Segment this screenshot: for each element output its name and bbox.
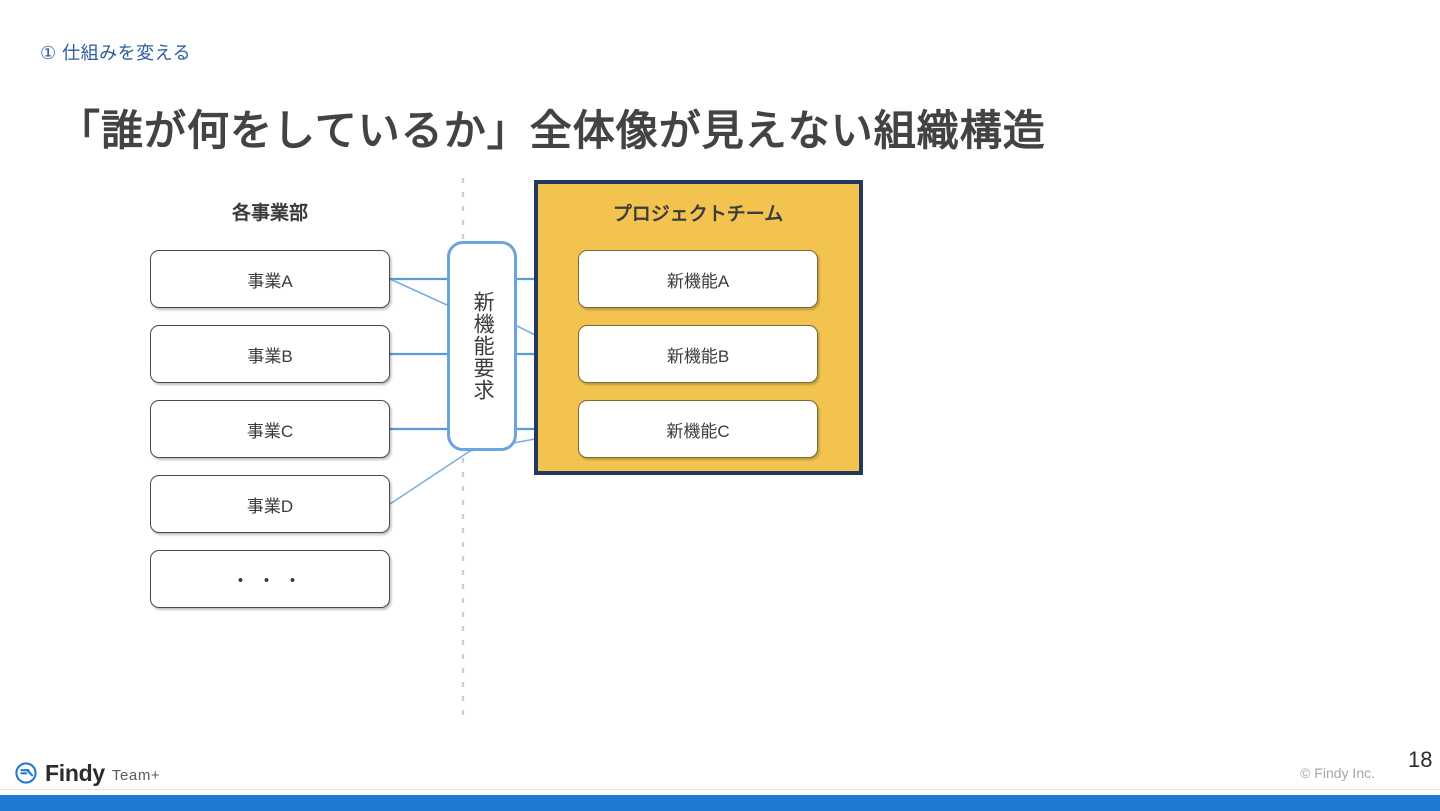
brand-name: Findy [45,759,105,786]
findy-logo-icon [15,762,37,784]
right-column-heading: プロジェクトチーム [612,204,784,225]
business-unit-box-ellipsis[interactable]: ・・・ [150,550,390,608]
feature-label: 新機能A [666,271,730,291]
connector-unit-a-diagonal [389,278,448,306]
business-unit-label: 事業A [247,271,293,291]
brand-logo: Findy Team+ [14,757,160,789]
business-unit-box[interactable]: 事業D [150,475,390,533]
business-unit-label: ・・・ [230,570,309,592]
page-number: 18 [1408,747,1433,772]
business-unit-label: 事業C [246,421,294,441]
section-eyebrow: ① 仕組みを変える [40,43,192,63]
org-structure-diagram: 各事業部 プロジェクトチーム 事業A 事業B 事業C 事業D ・・・ 新機能要求… [150,178,863,718]
brand-suffix: Team+ [111,767,161,784]
new-feature-request-pill[interactable]: 新機能要求 [447,241,517,451]
page-title: 「誰が何をしているか」全体像が見えない組織構造 [58,107,1046,155]
business-unit-label: 事業D [246,496,294,516]
business-unit-label: 事業B [247,346,293,366]
feature-box[interactable]: 新機能B [578,325,818,383]
connector-unit-d-diagonal [389,450,471,505]
left-column-heading: 各事業部 [231,203,308,224]
footer-divider [0,789,1440,790]
footer-accent-bar [0,795,1440,811]
feature-box[interactable]: 新機能A [578,250,818,308]
business-unit-box[interactable]: 事業B [150,325,390,383]
new-feature-request-label: 新機能要求 [471,291,495,401]
feature-label: 新機能C [666,421,730,441]
feature-label: 新機能B [666,346,730,366]
copyright-text: © Findy Inc. [1300,765,1375,781]
business-unit-box[interactable]: 事業C [150,400,390,458]
feature-box[interactable]: 新機能C [578,400,818,458]
business-unit-box[interactable]: 事業A [150,250,390,308]
